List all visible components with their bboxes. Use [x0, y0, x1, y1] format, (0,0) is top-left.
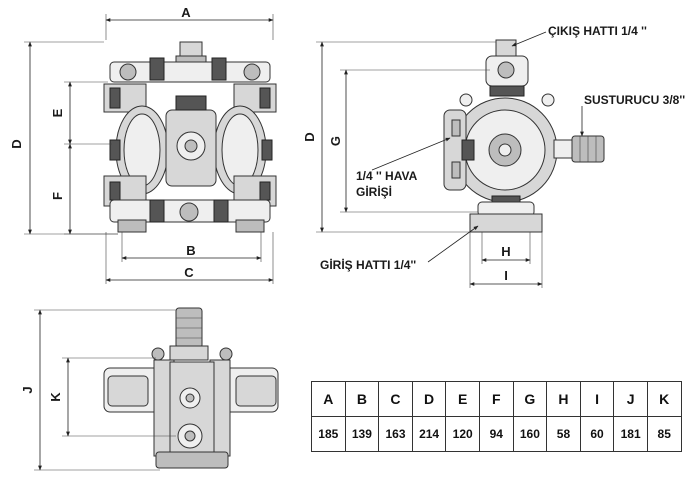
- table-header-cell: H: [546, 381, 581, 417]
- dim-label-i: I: [504, 268, 508, 283]
- dim-label-j: J: [20, 386, 35, 393]
- table-header-cell: C: [378, 381, 413, 417]
- dim-label-k: K: [48, 392, 63, 402]
- table-value-cell: 120: [445, 416, 480, 452]
- dim-label-f: F: [50, 192, 65, 200]
- table-value-cell: 160: [512, 416, 548, 452]
- table-value-cell: 163: [378, 416, 413, 452]
- table-header-cell: K: [646, 381, 682, 417]
- dimension-table: A B C D E F G H I J K 185 139 163 214 12…: [311, 381, 682, 452]
- table-header-row: A B C D E F G H I J K: [311, 381, 682, 417]
- dim-label-e: E: [50, 108, 65, 117]
- table-header-cell: I: [579, 381, 615, 417]
- dim-label-g: G: [328, 136, 343, 146]
- table-value-cell: 139: [344, 416, 380, 452]
- table-header-cell: J: [613, 381, 648, 417]
- table-value-cell: 181: [613, 416, 648, 452]
- table-header-cell: D: [411, 381, 447, 417]
- dim-label-c: C: [184, 265, 194, 280]
- callout-air-inlet-line2: GİRİŞİ: [356, 184, 392, 199]
- table-header-cell: A: [311, 381, 346, 417]
- dim-label-h: H: [501, 244, 510, 259]
- callout-air-inlet-line1: 1/4 '' HAVA: [356, 169, 418, 183]
- table-header-cell: B: [344, 381, 380, 417]
- table-value-cell: 58: [546, 416, 581, 452]
- table-value-cell: 85: [646, 416, 682, 452]
- dim-label-d: D: [9, 139, 24, 148]
- dim-label-b: B: [186, 243, 195, 258]
- table-header-cell: G: [512, 381, 548, 417]
- top-view: J K: [20, 307, 279, 471]
- table-value-cell: 185: [311, 416, 346, 452]
- table-header-cell: F: [478, 381, 514, 417]
- table-values-row: 185 139 163 214 120 94 160 58 60 181 85: [311, 416, 682, 452]
- dim-label-a: A: [181, 5, 191, 20]
- table-value-cell: 214: [411, 416, 447, 452]
- callout-inlet: GİRİŞ HATTI 1/4'': [320, 257, 416, 272]
- dim-label-d-side: D: [302, 132, 317, 141]
- table-value-cell: 60: [579, 416, 615, 452]
- table-value-cell: 94: [478, 416, 514, 452]
- front-view: A D E F B C: [9, 5, 277, 284]
- side-view: D G H I ÇIKIŞ HATTI 1/4 '' SUSTURUCU 3/8…: [302, 24, 685, 288]
- callout-muffler: SUSTURUCU 3/8'': [584, 93, 685, 107]
- callout-outlet: ÇIKIŞ HATTI 1/4 '': [548, 24, 647, 38]
- table-header-cell: E: [445, 381, 480, 417]
